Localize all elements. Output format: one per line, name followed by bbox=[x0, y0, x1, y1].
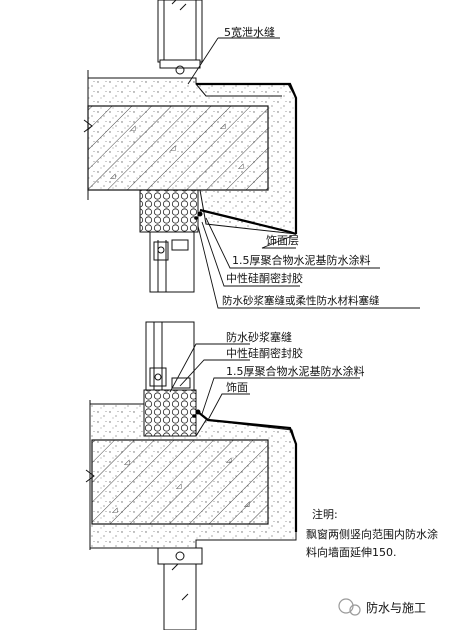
bottom-concrete-slab bbox=[91, 439, 269, 525]
label-finish-layer: 饰面层 bbox=[266, 233, 299, 247]
top-slab-aggregate: ◿ ◿ ◿ ◿ ◿ bbox=[110, 122, 244, 180]
bottom-leader-lines bbox=[169, 343, 360, 421]
bottom-slab-aggregate: ◿ ◿ ◿ ◿ ◿ bbox=[112, 456, 250, 514]
notes-title: 注明: bbox=[312, 507, 338, 521]
watermark-text: 防水与施工 bbox=[366, 600, 426, 615]
label-mortar-joint: 防水砂浆塞缝 bbox=[226, 330, 292, 344]
bottom-waterproof-coating bbox=[197, 411, 298, 532]
top-leader-lines bbox=[187, 37, 420, 309]
watermark-logo-icon bbox=[338, 598, 361, 616]
watermark: 防水与施工 bbox=[338, 598, 426, 616]
top-lower-window-frame bbox=[149, 231, 195, 293]
svg-text:◿: ◿ bbox=[238, 162, 244, 170]
svg-text:◿: ◿ bbox=[110, 172, 116, 180]
top-waterproof-coating bbox=[196, 82, 298, 234]
label-top-sealant: 中性硅酮密封胶 bbox=[226, 271, 303, 285]
notes: 注明: 飘窗两侧竖向范围内防水涂 料向墙面延伸150. bbox=[306, 507, 438, 559]
top-upper-window-frame bbox=[157, 0, 203, 75]
label-top-polymer-coating: 1.5厚聚合物水泥基防水涂料 bbox=[232, 253, 371, 267]
label-drain-gap: 5宽泄水缝 bbox=[224, 25, 275, 39]
bottom-upper-window-frame bbox=[145, 321, 195, 391]
label-bottom-finish: 饰面 bbox=[226, 380, 248, 394]
top-drip-slope bbox=[195, 83, 282, 97]
svg-text:◿: ◿ bbox=[130, 124, 136, 132]
notes-line-1: 飘窗两侧竖向范围内防水涂 bbox=[306, 527, 438, 541]
bottom-lower-window-frame bbox=[157, 547, 203, 630]
top-bubble-seal bbox=[139, 189, 199, 233]
svg-text:◿: ◿ bbox=[170, 144, 176, 152]
bottom-detail: ◿ ◿ ◿ ◿ ◿ 防水砂浆塞缝 中性硅酮密封胶 1.5厚聚合物水泥基防水涂料 bbox=[85, 321, 365, 630]
svg-text:◿: ◿ bbox=[244, 500, 250, 508]
top-sealant-bead bbox=[194, 211, 203, 220]
svg-text:◿: ◿ bbox=[124, 458, 130, 466]
top-break-line bbox=[83, 70, 93, 200]
svg-text:◿: ◿ bbox=[176, 482, 182, 490]
label-bottom-polymer-coating: 1.5厚聚合物水泥基防水涂料 bbox=[226, 364, 365, 378]
svg-text:◿: ◿ bbox=[112, 506, 118, 514]
svg-text:◿: ◿ bbox=[220, 122, 226, 130]
bottom-break-line bbox=[85, 400, 95, 550]
svg-text:◿: ◿ bbox=[226, 456, 232, 464]
notes-line-2: 料向墙面延伸150. bbox=[306, 545, 397, 559]
label-top-joint-fill: 防水砂浆塞缝或柔性防水材料塞缝 bbox=[222, 294, 380, 307]
top-concrete-slab bbox=[87, 105, 269, 191]
label-bottom-sealant: 中性硅酮密封胶 bbox=[226, 346, 303, 360]
bottom-bubble-seal bbox=[143, 389, 197, 437]
top-detail: ◿ ◿ ◿ ◿ ◿ bbox=[83, 0, 420, 309]
